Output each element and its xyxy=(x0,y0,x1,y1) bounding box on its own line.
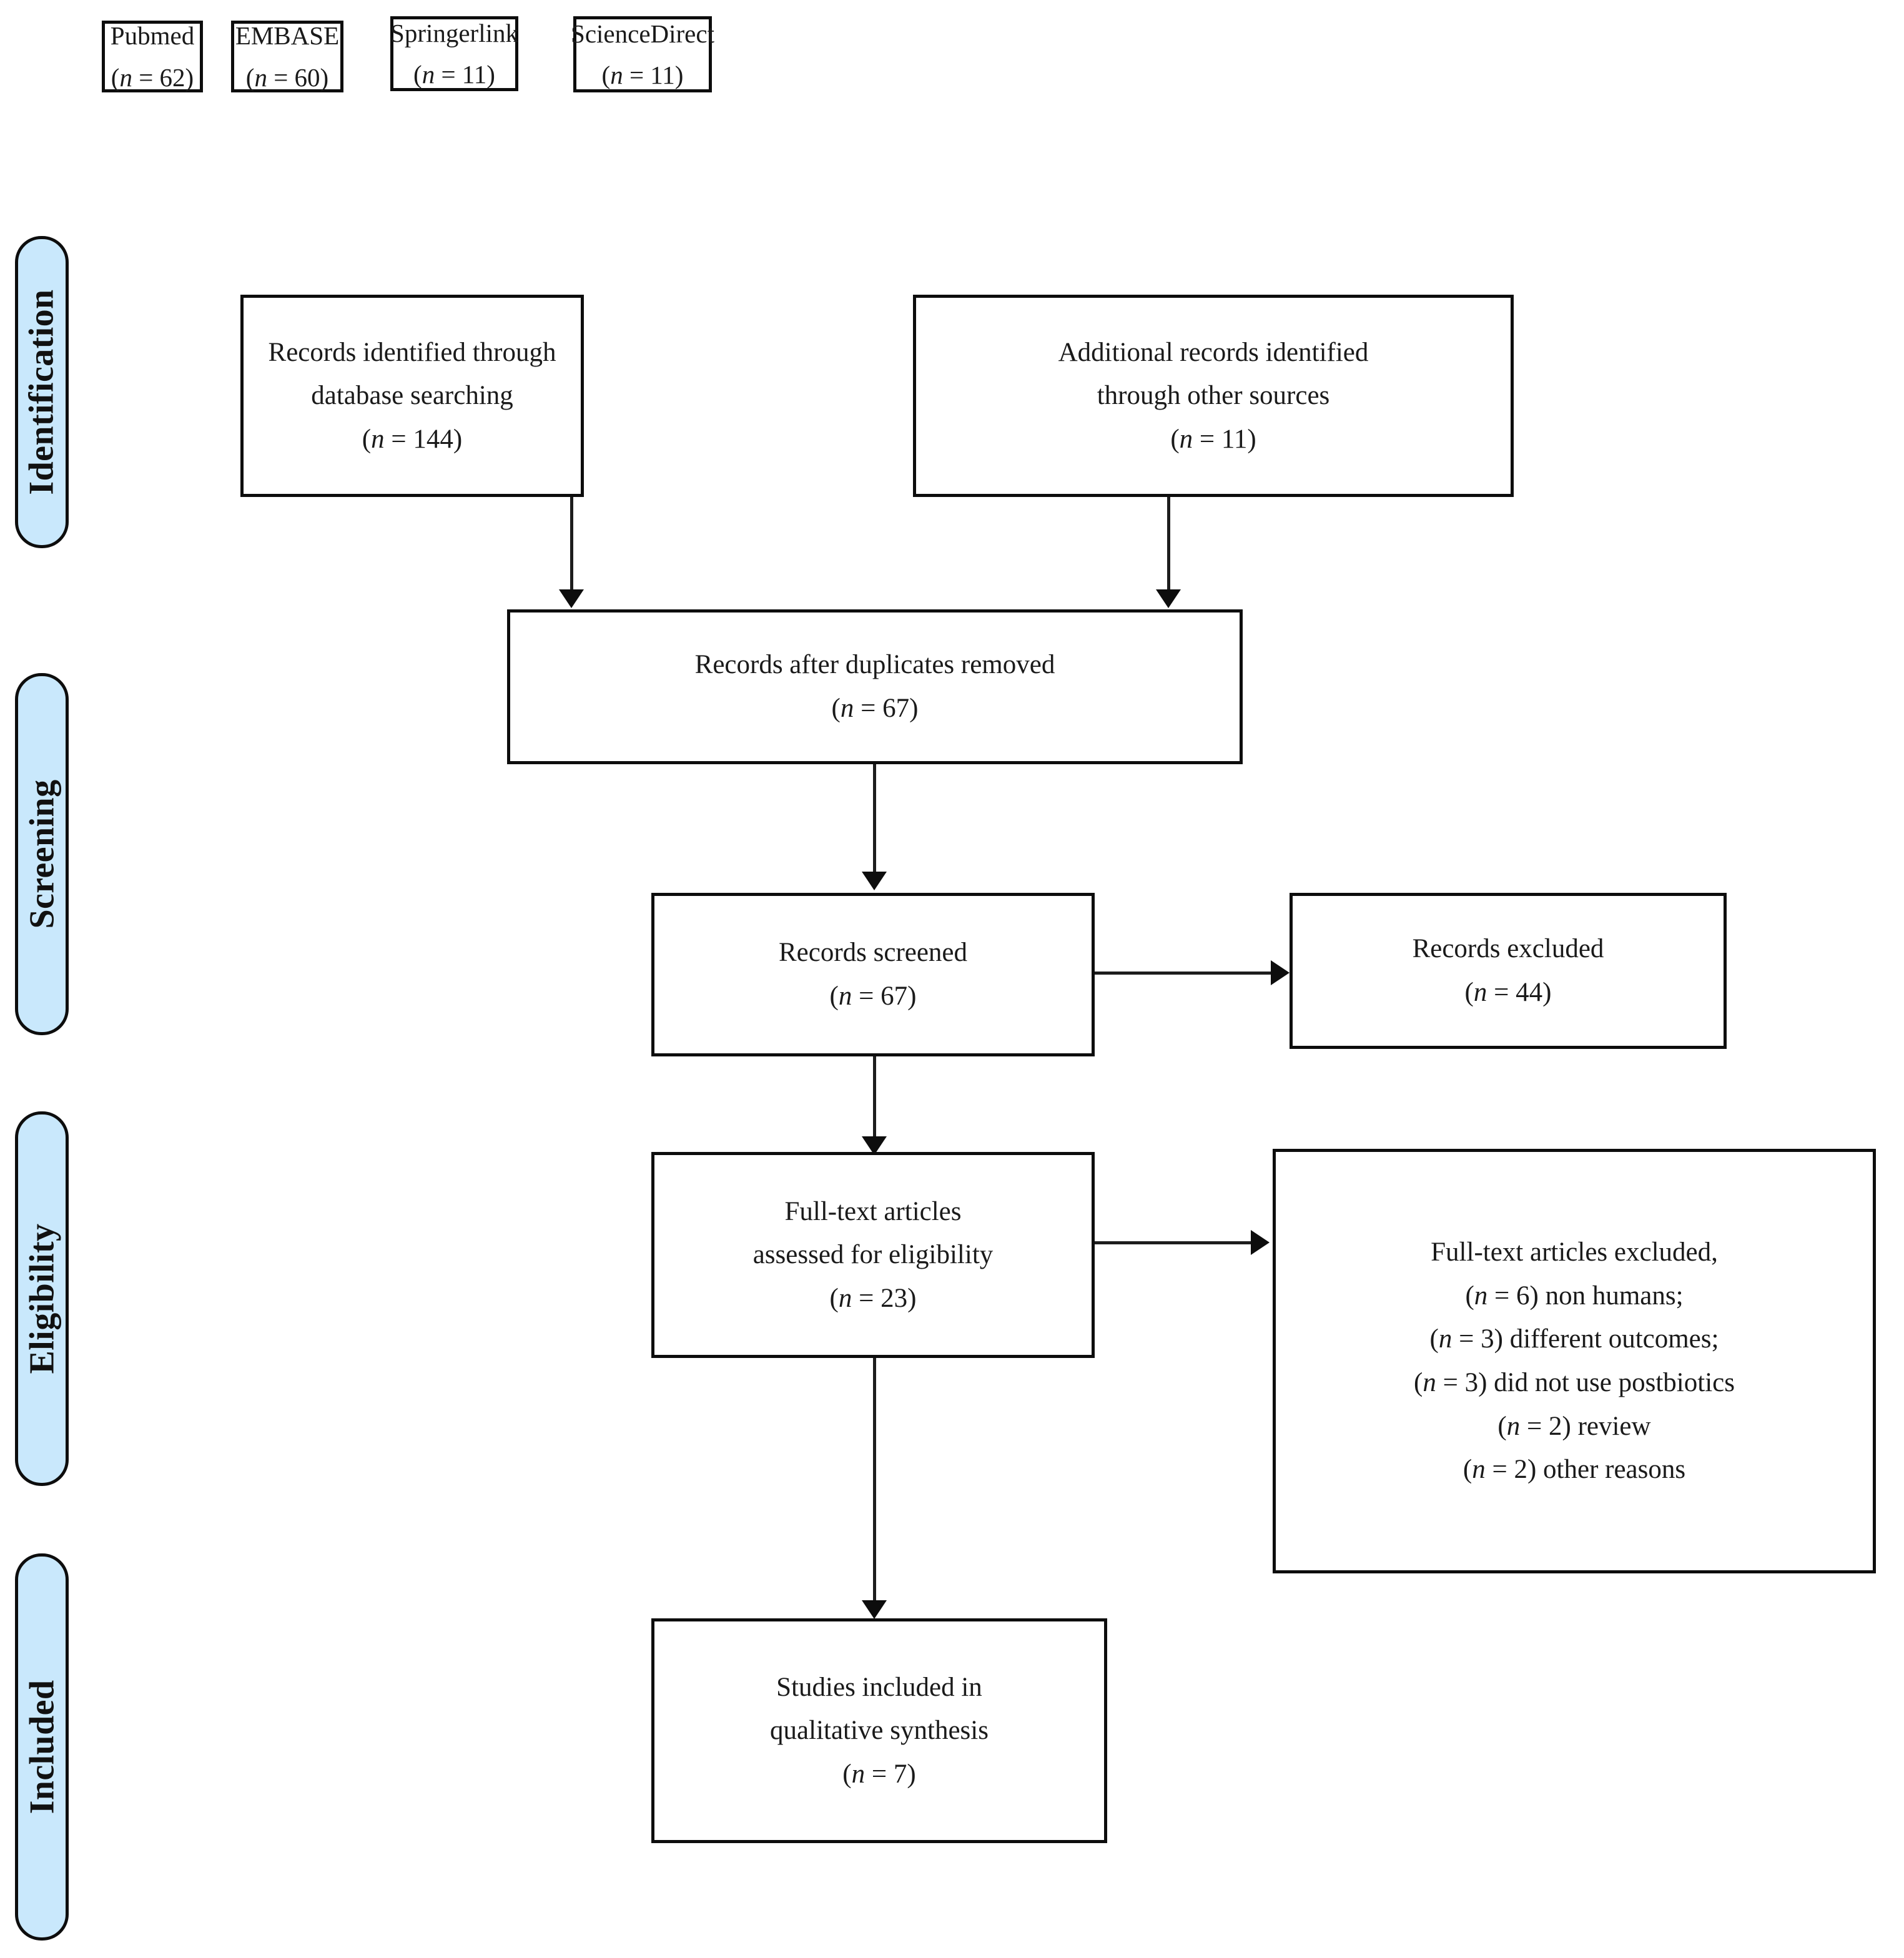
box-line: Full-text articles xyxy=(784,1196,962,1226)
source-name: Pubmed xyxy=(110,21,195,51)
box-count: (n = 11) xyxy=(1170,424,1256,454)
box-database-searching: Records identified through database sear… xyxy=(240,295,584,497)
arrowhead-fulltext-to-included xyxy=(862,1600,887,1619)
box-studies-included: Studies included in qualitative synthesi… xyxy=(651,1618,1107,1843)
box-duplicates-removed: Records after duplicates removed (n = 67… xyxy=(507,609,1243,764)
arrowhead-duplicates-to-screened xyxy=(862,872,887,890)
arrowhead-db-to-duplicates xyxy=(559,589,584,608)
stage-label-text: Included xyxy=(22,1680,61,1814)
connector-fulltext-to-excluded xyxy=(1095,1241,1255,1244)
source-count: (n = 11) xyxy=(601,61,684,89)
stage-label-included: Included xyxy=(15,1553,69,1941)
stage-label-text: Eligibility xyxy=(22,1223,61,1374)
box-line: (n = 3) different outcomes; xyxy=(1429,1324,1719,1354)
box-line: Records excluded xyxy=(1412,934,1604,964)
source-count: (n = 60) xyxy=(245,62,329,92)
stage-label-text: Identification xyxy=(22,289,62,495)
box-records-excluded: Records excluded (n = 44) xyxy=(1290,893,1727,1049)
source-box-embase: EMBASE (n = 60) xyxy=(231,21,343,92)
connector-screened-to-excluded xyxy=(1095,972,1275,975)
arrowhead-other-to-duplicates xyxy=(1156,589,1181,608)
connector-fulltext-to-included xyxy=(873,1358,876,1600)
box-line: (n = 2) review xyxy=(1497,1411,1651,1441)
stage-label-text: Screening xyxy=(22,779,62,929)
box-other-sources: Additional records identified through ot… xyxy=(913,295,1514,497)
stage-label-eligibility: Eligibility xyxy=(15,1111,69,1486)
arrowhead-fulltext-to-excluded xyxy=(1251,1230,1270,1255)
box-count: (n = 44) xyxy=(1464,978,1552,1007)
box-fulltext-assessed: Full-text articles assessed for eligibil… xyxy=(651,1152,1095,1358)
source-box-springerlink: Springerlink (n = 11) xyxy=(390,16,518,91)
box-line: assessed for eligibility xyxy=(752,1240,994,1270)
stage-label-identification: Identification xyxy=(15,236,69,548)
arrowhead-screened-to-excluded xyxy=(1271,960,1290,985)
source-box-sciencedirect: ScienceDirect (n = 11) xyxy=(571,16,714,92)
box-line: Studies included in xyxy=(776,1672,982,1702)
source-count: (n = 62) xyxy=(111,62,194,92)
box-count: (n = 144) xyxy=(362,424,463,454)
box-count: (n = 67) xyxy=(829,981,917,1011)
box-count: (n = 7) xyxy=(842,1759,916,1789)
box-count: (n = 23) xyxy=(829,1283,917,1313)
box-line: database searching xyxy=(311,381,513,411)
box-line: (n = 2) other reasons xyxy=(1463,1455,1686,1485)
box-line: Records screened xyxy=(778,938,968,968)
stage-label-screening: Screening xyxy=(15,673,69,1035)
source-name: ScienceDirect xyxy=(571,19,714,48)
connector-db-to-duplicates xyxy=(570,497,573,589)
box-line: Records identified through xyxy=(268,337,556,367)
box-line: through other sources xyxy=(1097,381,1330,411)
box-line: Additional records identified xyxy=(1058,337,1369,367)
connector-other-to-duplicates xyxy=(1167,497,1170,589)
box-line: Records after duplicates removed xyxy=(694,650,1055,680)
box-line: (n = 6) non humans; xyxy=(1465,1281,1684,1311)
source-name: EMBASE xyxy=(235,21,340,51)
connector-screened-to-fulltext xyxy=(873,1056,876,1136)
box-line: qualitative synthesis xyxy=(770,1716,989,1746)
box-count: (n = 67) xyxy=(831,694,919,723)
box-line: Full-text articles excluded, xyxy=(1431,1237,1718,1267)
connector-duplicates-to-screened xyxy=(873,764,876,872)
source-box-pubmed: Pubmed (n = 62) xyxy=(102,21,203,92)
box-records-screened: Records screened (n = 67) xyxy=(651,893,1095,1056)
source-name: Springerlink xyxy=(390,18,518,47)
box-line: (n = 3) did not use postbiotics xyxy=(1414,1368,1735,1397)
source-count: (n = 11) xyxy=(413,60,495,89)
box-fulltext-excluded: Full-text articles excluded, (n = 6) non… xyxy=(1273,1149,1876,1573)
